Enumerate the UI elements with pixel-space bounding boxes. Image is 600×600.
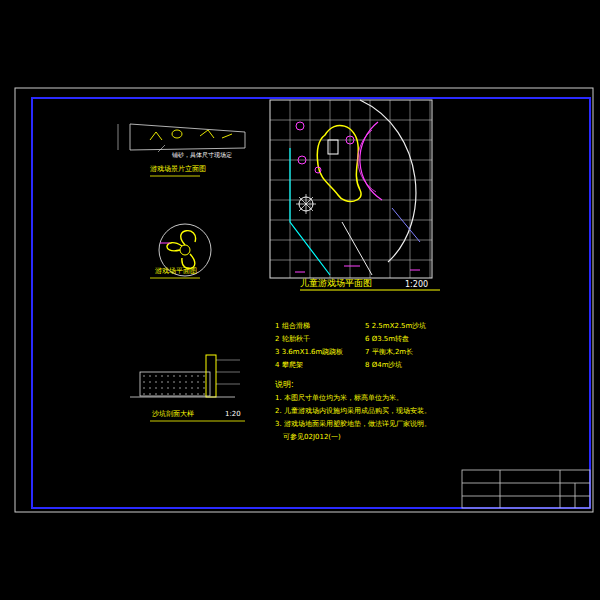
legend-item: 4 攀爬架 [275, 361, 303, 369]
view-title: 游戏场景片立面图 [150, 165, 206, 173]
leader-note: 铺砂，具体尺寸现场定 [172, 152, 232, 159]
drawing-title: 儿童游戏场平面图 [300, 278, 372, 288]
note-line: 2. 儿童游戏场内设施均采用成品购买，现场安装。 [275, 407, 431, 415]
note-line: 3. 游戏场地面采用塑胶地垫，做法详见厂家说明。 [275, 420, 431, 428]
legend-item: 3 3.6mX1.6m跷跷板 [275, 348, 343, 356]
legend-item: 8 Ø4m沙坑 [365, 361, 402, 369]
notes-heading: 说明: [275, 380, 294, 389]
note-line: 可参见02J012(一) [283, 433, 341, 441]
legend-item: 1 组合滑梯 [275, 322, 310, 330]
view-title: 沙坑剖面大样 [152, 410, 194, 418]
scale-text: 1:20 [225, 410, 241, 418]
legend-item: 6 Ø3.5m转盘 [365, 335, 409, 343]
legend-item: 7 平衡木,2m长 [365, 348, 413, 356]
scale-text: 1:200 [405, 280, 428, 289]
legend-item: 2 轮胎秋千 [275, 335, 310, 343]
view-title: 游戏场平面图 [155, 267, 197, 275]
note-line: 1. 本图尺寸单位均为米，标高单位为米。 [275, 394, 403, 402]
legend-item: 5 2.5mX2.5m沙坑 [365, 322, 426, 330]
